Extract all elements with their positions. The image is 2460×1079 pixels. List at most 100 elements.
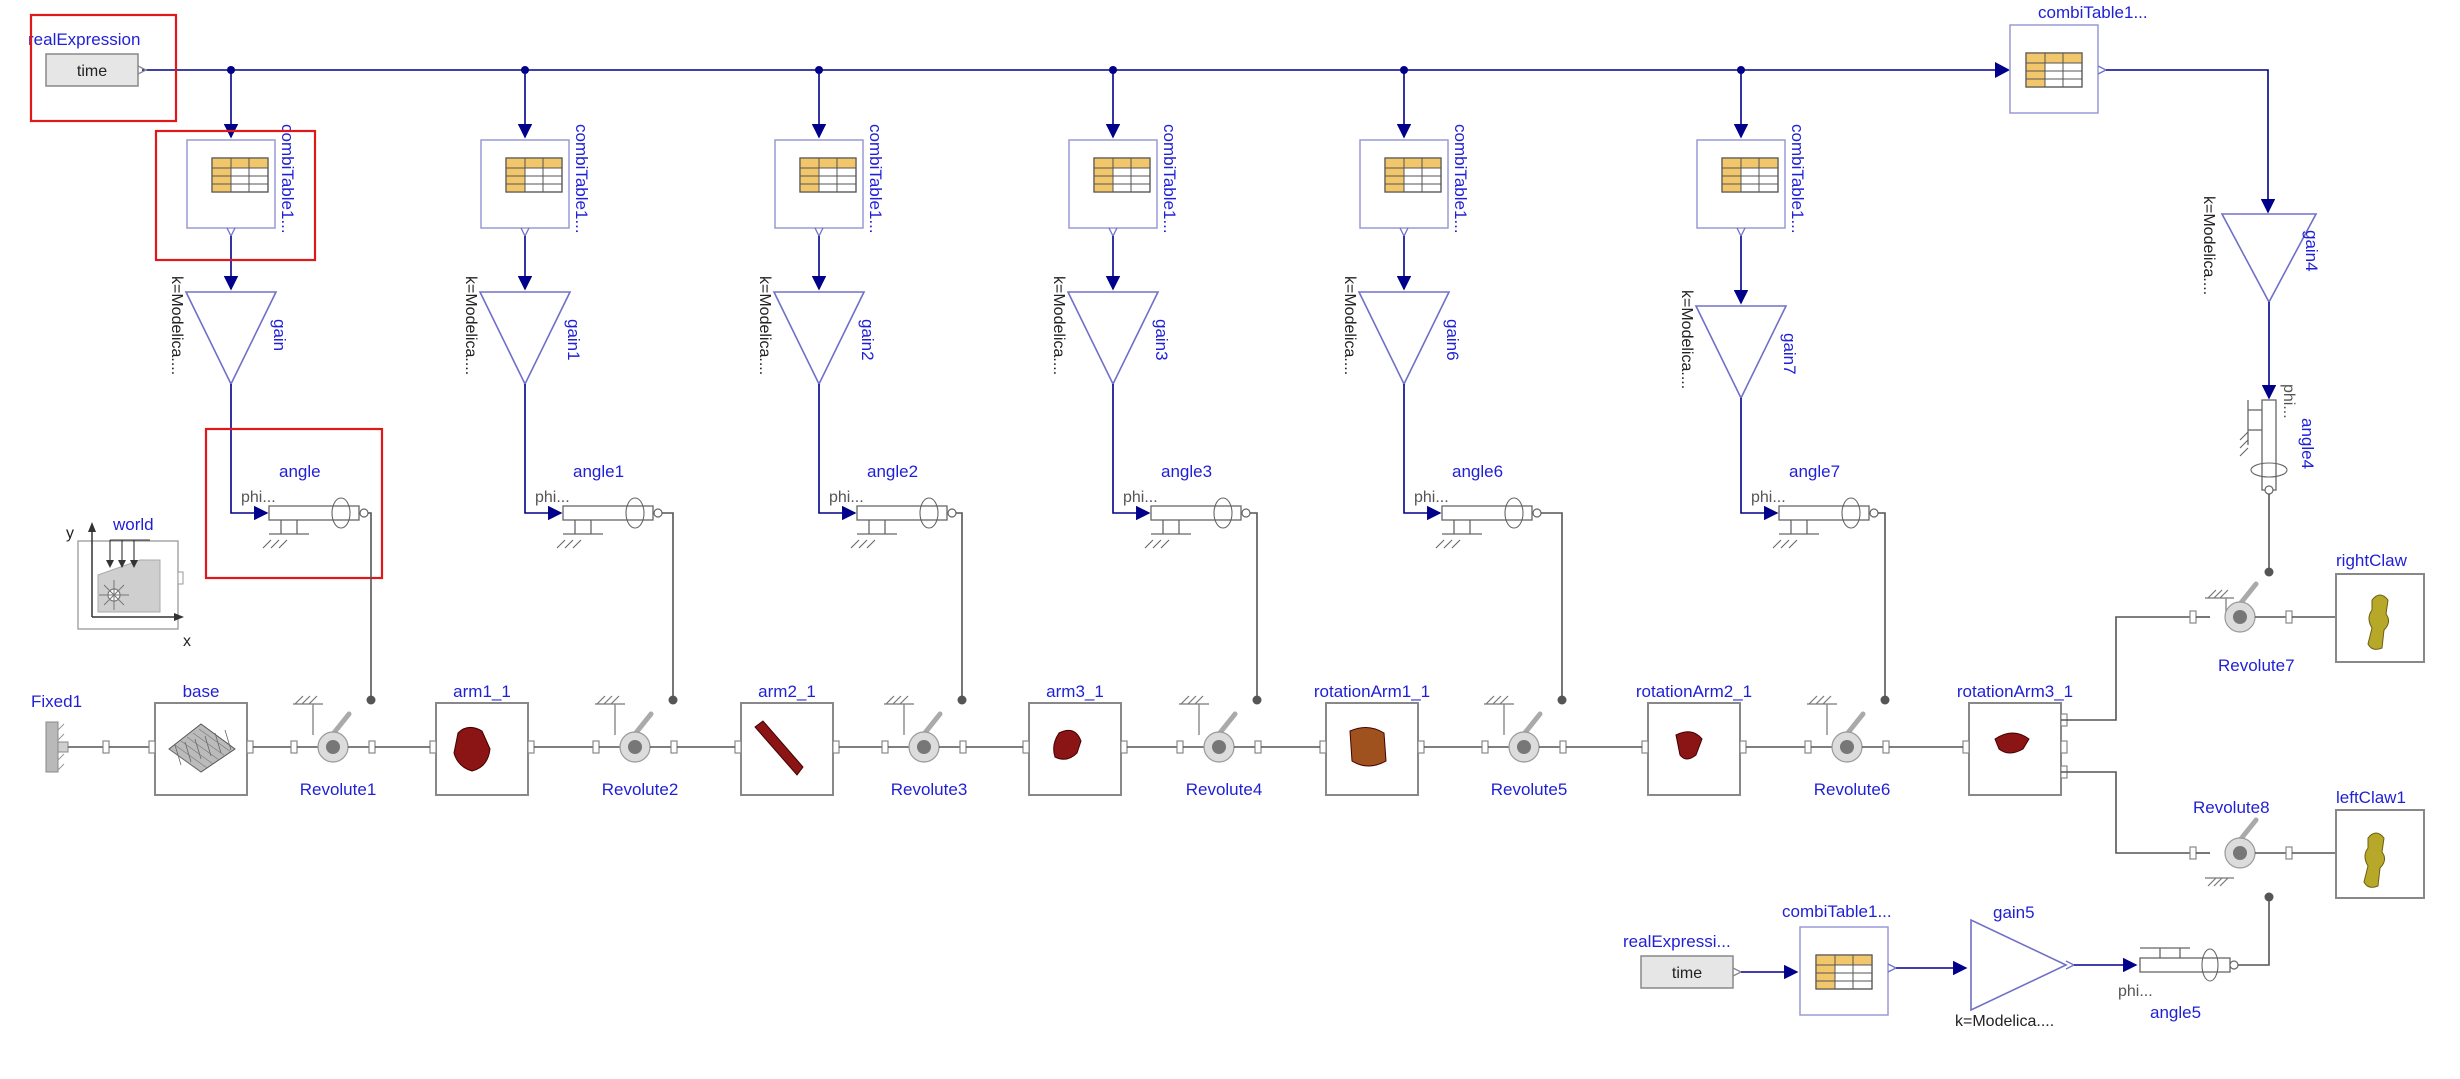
revolute7-joint[interactable]: Revolute7 (2189, 581, 2295, 675)
revolute-label: Revolute5 (1491, 780, 1568, 799)
gain4-label: gain4 (2302, 230, 2321, 272)
table-icon (1721, 157, 1779, 193)
gain-block-6[interactable]: gain7k=Modelica.... (1678, 290, 1799, 400)
body-shape-icon (1994, 732, 2030, 754)
world-x-axis-label: x (183, 633, 191, 650)
revolute-joint-2[interactable]: Revolute2 (534, 512, 735, 799)
revolute-joint-4[interactable]: Revolute4 (1127, 512, 1320, 799)
gain-block-3[interactable]: gain2k=Modelica.... (756, 276, 877, 386)
real-expression-block[interactable]: time realExpression (28, 30, 148, 87)
real-expression-label: realExpression (28, 30, 140, 49)
angle5-block[interactable]: phi... angle5 (2118, 947, 2239, 1022)
combitable-label: combiTable1... (278, 124, 297, 234)
body-5[interactable]: rotationArm1_1 (1314, 682, 1430, 796)
body-3[interactable]: arm2_1 (734, 682, 840, 796)
revolute-label: Revolute2 (602, 780, 679, 799)
angle-phi-label: phi... (1414, 489, 1449, 506)
revolute-label: Revolute3 (891, 780, 968, 799)
combitable-2[interactable]: combiTable1... (480, 124, 591, 238)
angle-block-3[interactable]: phi...angle2 (829, 462, 957, 549)
body-shape-icon (1349, 727, 1387, 767)
revolute8-joint[interactable]: Revolute8 (2189, 798, 2286, 887)
body-label: rotationArm1_1 (1314, 682, 1430, 701)
angle-block-2[interactable]: phi...angle1 (535, 462, 663, 549)
combitable-5[interactable]: combiTable1... (1359, 124, 1470, 238)
combitable-bottom[interactable]: combiTable1... (1782, 902, 1898, 1016)
angle-label: angle3 (1161, 462, 1212, 481)
selection-box-real-expression (29, 13, 178, 123)
body-label: base (183, 682, 220, 701)
body-6[interactable]: rotationArm2_1 (1636, 682, 1752, 796)
gain-block-1[interactable]: gaink=Modelica.... (168, 276, 289, 386)
angle-block-4[interactable]: phi...angle3 (1123, 462, 1251, 549)
gain-label: gain6 (1443, 319, 1462, 361)
world-block[interactable]: world y x (66, 515, 191, 650)
angle-block-5[interactable]: phi...angle6 (1414, 462, 1542, 549)
body-label: rotationArm2_1 (1636, 682, 1752, 701)
gain-label: gain3 (1152, 319, 1171, 361)
world-label: world (112, 515, 154, 534)
body-shape-icon (1675, 731, 1703, 760)
real-expression-2-block[interactable]: time realExpressi... (1623, 932, 1743, 989)
real-expression-2-label: realExpressi... (1623, 932, 1731, 951)
gain4-block[interactable]: gain4 k=Modelica.... (2200, 196, 2321, 304)
revolute-joint-3[interactable]: Revolute3 (839, 512, 1023, 799)
combitable-4[interactable]: combiTable1... (1068, 124, 1179, 238)
table-icon (1384, 157, 1442, 193)
left-claw-body[interactable]: leftClaw1 (2335, 788, 2425, 899)
control-column-4: combiTable1... gain3 k=Modelica.... phi...a… (1050, 70, 1251, 549)
revolute-joint-1[interactable]: Revolute1 (253, 512, 430, 799)
angle-phi-label: phi... (829, 489, 864, 506)
body-label: rotationArm3_1 (1957, 682, 2073, 701)
gain-label: gain7 (1780, 333, 1799, 375)
body-4[interactable]: arm3_1 (1022, 682, 1128, 796)
revolute7-label: Revolute7 (2218, 656, 2295, 675)
angle-phi-label: phi... (241, 489, 276, 506)
fixed-block[interactable]: Fixed1 (31, 692, 82, 773)
body-2[interactable]: arm1_1 (429, 682, 535, 796)
combitable-label: combiTable1... (1788, 124, 1807, 234)
gain-k-label: k=Modelica.... (168, 276, 185, 375)
table-icon (211, 157, 269, 193)
angle-label: angle6 (1452, 462, 1503, 481)
body-7[interactable]: rotationArm3_1 (1957, 682, 2073, 796)
gain-block-5[interactable]: gain6 k=Modelica.... (1341, 276, 1462, 386)
gain-k-label: k=Modelica.... (1341, 276, 1358, 375)
revolute-joint-6[interactable]: Revolute6 (1746, 512, 1963, 799)
combitable-1[interactable]: combiTable1... (186, 124, 297, 238)
body-label: arm2_1 (758, 682, 816, 701)
combitable-3[interactable]: combiTable1... (774, 124, 885, 238)
revolute-label: Revolute1 (300, 780, 377, 799)
gain5-k-label: k=Modelica.... (1955, 1013, 2054, 1030)
angle4-block[interactable]: phi... angle4 (2239, 384, 2317, 495)
body-1[interactable]: base (148, 682, 254, 796)
combitable-6[interactable]: combiTable1... (1696, 124, 1807, 238)
revolute-joint-5[interactable]: Revolute5 (1424, 512, 1642, 799)
body-shape-icon (754, 720, 804, 776)
real-expression-2-output-label: time (1672, 965, 1702, 982)
control-column-5: combiTable1... gain6 k=Modelica.... phi...a… (1341, 70, 1542, 549)
gain5-block[interactable]: gain5 k=Modelica.... (1955, 903, 2076, 1030)
combitable-top-right[interactable]: combiTable1... (2009, 3, 2148, 114)
base-mesh-icon (168, 723, 236, 773)
angle-phi-label: phi... (1751, 489, 1786, 506)
fixed-label: Fixed1 (31, 692, 82, 711)
angle5-label: angle5 (2150, 1003, 2201, 1022)
body-label: arm1_1 (453, 682, 511, 701)
angle5-phi-label: phi... (2118, 983, 2153, 1000)
revolute-label: Revolute6 (1814, 780, 1891, 799)
angle-block-1[interactable]: phi...angle (241, 462, 369, 549)
combitable-top-label: combiTable1... (2038, 3, 2148, 22)
right-claw-body[interactable]: rightClaw (2335, 551, 2425, 663)
table-icon (1815, 954, 1873, 990)
combitable-label: combiTable1... (1160, 124, 1179, 234)
angle-block-6[interactable]: phi...angle7 (1751, 462, 1879, 549)
gain-block-2[interactable]: gain1k=Modelica.... (462, 276, 583, 386)
gain-block-4[interactable]: gain3 k=Modelica.... (1050, 276, 1171, 386)
revolute8-label: Revolute8 (2193, 798, 2270, 817)
gain-k-label: k=Modelica.... (1050, 276, 1067, 375)
left-claw-label: leftClaw1 (2336, 788, 2406, 807)
table-icon (1093, 157, 1151, 193)
